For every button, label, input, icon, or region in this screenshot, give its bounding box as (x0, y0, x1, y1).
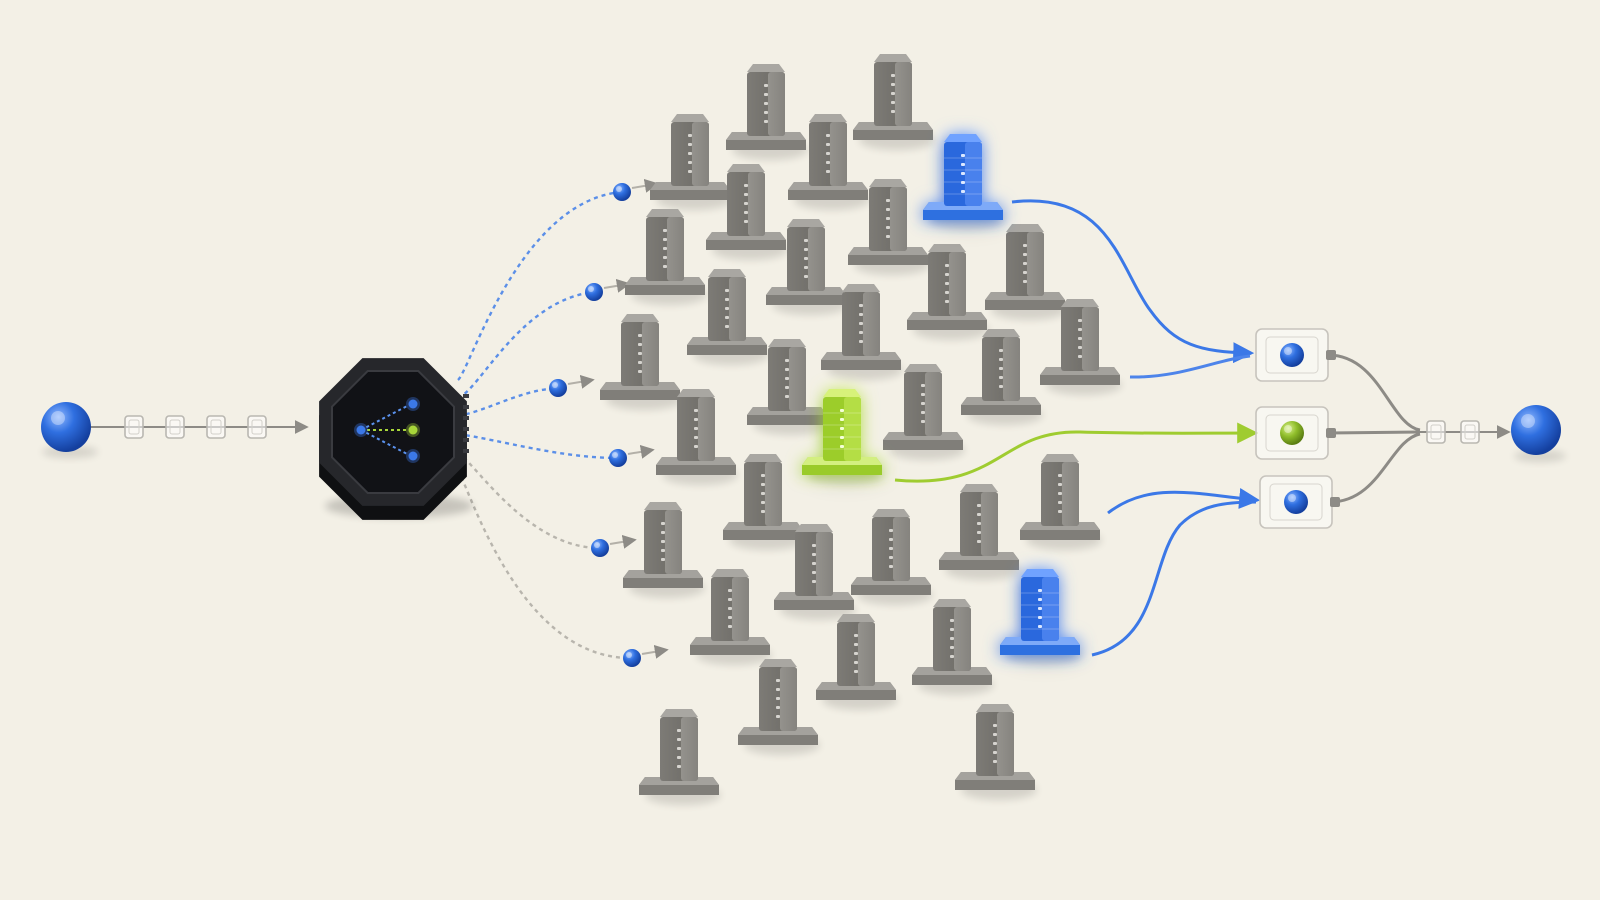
output-packet-icon (1426, 420, 1446, 444)
server-icon (623, 502, 705, 598)
selected-path-blue-3 (1107, 488, 1261, 515)
server-icon (848, 179, 930, 275)
merge-junction-bottom-icon (1259, 475, 1340, 529)
server-icon (723, 454, 805, 550)
merge-line-top (1327, 353, 1421, 432)
selected-server-blue-icon (923, 134, 1005, 230)
server-icon (687, 269, 769, 365)
server-icon (766, 219, 848, 315)
server-icon (853, 54, 935, 150)
server-icon (961, 329, 1043, 425)
merge-junction-top-icon (1255, 328, 1336, 382)
server-icon (639, 709, 721, 805)
router-output-dashed-line (457, 290, 595, 400)
server-grid (600, 54, 1122, 805)
router-output-dashed-line (457, 451, 601, 550)
token-arrow (627, 444, 655, 459)
input-packet-icon (206, 415, 226, 439)
selected-path-green (894, 422, 1259, 483)
merge-junction-middle-icon (1255, 406, 1336, 460)
server-icon (774, 524, 856, 620)
server-icon (985, 224, 1067, 320)
token-arrow (567, 374, 595, 389)
server-icon (1040, 299, 1122, 395)
token-icon (613, 183, 631, 201)
output-packet-icon (1460, 420, 1480, 444)
selected-path-blue-4 (1091, 500, 1257, 657)
server-icon (747, 339, 829, 435)
server-icon (706, 164, 788, 260)
selected-server-blue-icon (1000, 569, 1082, 665)
token-icon (549, 379, 567, 397)
router-chip-icon (319, 358, 473, 520)
server-icon (821, 284, 903, 380)
server-icon (738, 659, 820, 755)
selected-path-blue-1 (1011, 199, 1255, 364)
server-icon (907, 244, 989, 340)
server-icon (883, 364, 965, 460)
token-arrow (631, 178, 659, 193)
server-icon (690, 569, 772, 665)
output-sphere-icon (1511, 405, 1566, 462)
server-icon (650, 114, 732, 210)
input-packet-icon (247, 415, 267, 439)
router-output-dashed-line (457, 386, 559, 418)
router-output-dashed-line (457, 432, 619, 460)
merge-line-mid (1327, 430, 1421, 435)
token-arrow (641, 644, 669, 659)
server-icon (851, 509, 933, 605)
input-sphere-icon (41, 402, 98, 458)
nodes (41, 183, 1566, 667)
server-icon (600, 314, 682, 410)
selected-path-blue-2 (1129, 354, 1251, 379)
server-icon (939, 484, 1021, 580)
input-packet-icon (165, 415, 185, 439)
server-icon (912, 599, 994, 695)
router-traces (360, 403, 412, 457)
server-icon (1020, 454, 1102, 550)
server-icon (656, 389, 738, 485)
merge-line-bottom (1329, 432, 1421, 504)
server-icon (625, 209, 707, 305)
server-icon (955, 704, 1037, 800)
router-output-dashed-line (457, 190, 623, 381)
server-icon (788, 114, 870, 210)
input-packet-icon (124, 415, 144, 439)
token-icon (591, 539, 609, 557)
server-icon (816, 614, 898, 710)
router-output-dashed-line (456, 469, 633, 660)
connection-lines (88, 178, 1511, 660)
token-icon (609, 449, 627, 467)
token-arrow (609, 534, 637, 549)
token-icon (585, 283, 603, 301)
server-icon (726, 64, 808, 160)
token-arrow (603, 278, 631, 293)
token-icon (623, 649, 641, 667)
selected-server-green-icon (802, 389, 884, 485)
